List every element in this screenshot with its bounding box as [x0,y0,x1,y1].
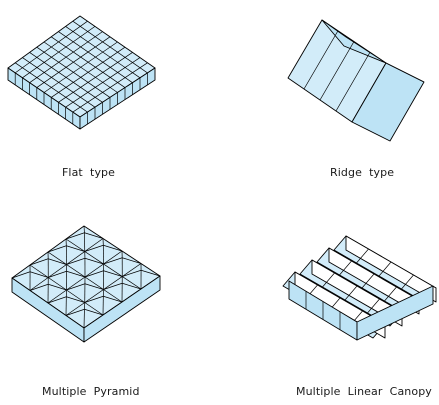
pyramid-ridge-line [84,295,104,303]
flat-grid-line [51,36,126,88]
flat-grid-line [65,57,141,108]
flat-top-grid [14,20,148,113]
pyramid-ridge-line [103,270,123,277]
canopy-panel-line [378,261,392,277]
flat-grid-line [51,46,126,98]
flat-grid-line [43,41,118,93]
canopy-units [282,235,437,341]
canopy-panel-line [339,260,352,276]
flat-type-figure [7,15,156,130]
flat-grid-line [72,62,148,113]
pyramid-ridge-line [47,296,67,304]
canopy-panel-line [401,274,414,290]
pyramid-ridge-line [103,257,123,265]
flat-side-grid [14,72,148,125]
ridge-type-caption: Ridge type [330,166,395,179]
multiple-pyramid-figure [11,225,161,343]
pyramid-ridge-line [29,271,49,278]
pyramid-ridge-line [48,258,67,265]
multiple-pyramid-caption: Multiple Pyramid [42,385,140,398]
canopy-panel-line [322,272,335,288]
ridge-type-figure [287,19,425,142]
flat-grid-line [58,52,133,103]
pyramid-ridge-line [65,308,85,316]
canopy-glazing-face [345,235,437,303]
pyramid-ridge-line [48,283,67,291]
ridge-eave-line [385,62,425,83]
canopy-glazing-face [328,247,420,315]
pyramid-ridge-line [11,271,31,279]
pyramid-ridge-line [66,245,85,252]
pyramid-ridge-line [84,257,104,265]
pyramid-ridge-lines [11,225,161,329]
pyramid-ridge-line [65,232,85,240]
pyramid-ridge-line [103,244,123,252]
canopy-panel-line [361,273,375,289]
canopy-right-edge [356,285,434,341]
pyramid-ridge-line [29,283,49,291]
pyramid-ridge-line [103,282,123,290]
pyramid-ridge-line [29,258,49,266]
pyramid-ridge-line [48,270,67,278]
ridge-panel-line [303,30,339,90]
pyramid-ridge-line [66,257,86,265]
pyramid-ridge-line [84,232,104,239]
flat-grid-line [72,20,148,74]
pyramid-ridge-line [84,270,104,278]
pyramid-right-face [83,275,161,343]
pyramid-ridge-line [84,283,104,290]
pyramid-ridge-line [84,308,104,316]
ridge-panel-line [335,52,371,112]
flat-grid-line [58,31,133,83]
flat-grid-line [65,26,141,79]
flat-type-caption: Flat type [62,166,116,179]
canopy-panel-line [367,298,380,314]
pyramid-ridge-line [122,269,142,277]
pyramid-ridge-line [66,296,85,303]
pyramid-ridge-line [122,257,142,264]
ridge-panel-line [319,41,355,101]
pyramid-ridge-line [122,282,142,290]
pyramid-ridge-line [84,244,104,252]
canopy-glazing-face [311,259,403,327]
multiple-linear-canopy-caption: Multiple Linear Canopy [296,385,432,398]
canopy-panel-line [384,286,397,302]
pyramid-ridge-line [103,295,123,303]
canopy-panel-line [344,285,358,301]
pyramid-ridge-line [66,270,86,278]
pyramid-ridge-line [140,269,161,277]
ridge-panel-lines [303,30,425,112]
canopy-panel-line [356,248,369,264]
pyramid-ridge-line [66,283,86,291]
pyramid-ridge-line [47,245,67,253]
multiple-linear-canopy-figure [282,235,437,341]
